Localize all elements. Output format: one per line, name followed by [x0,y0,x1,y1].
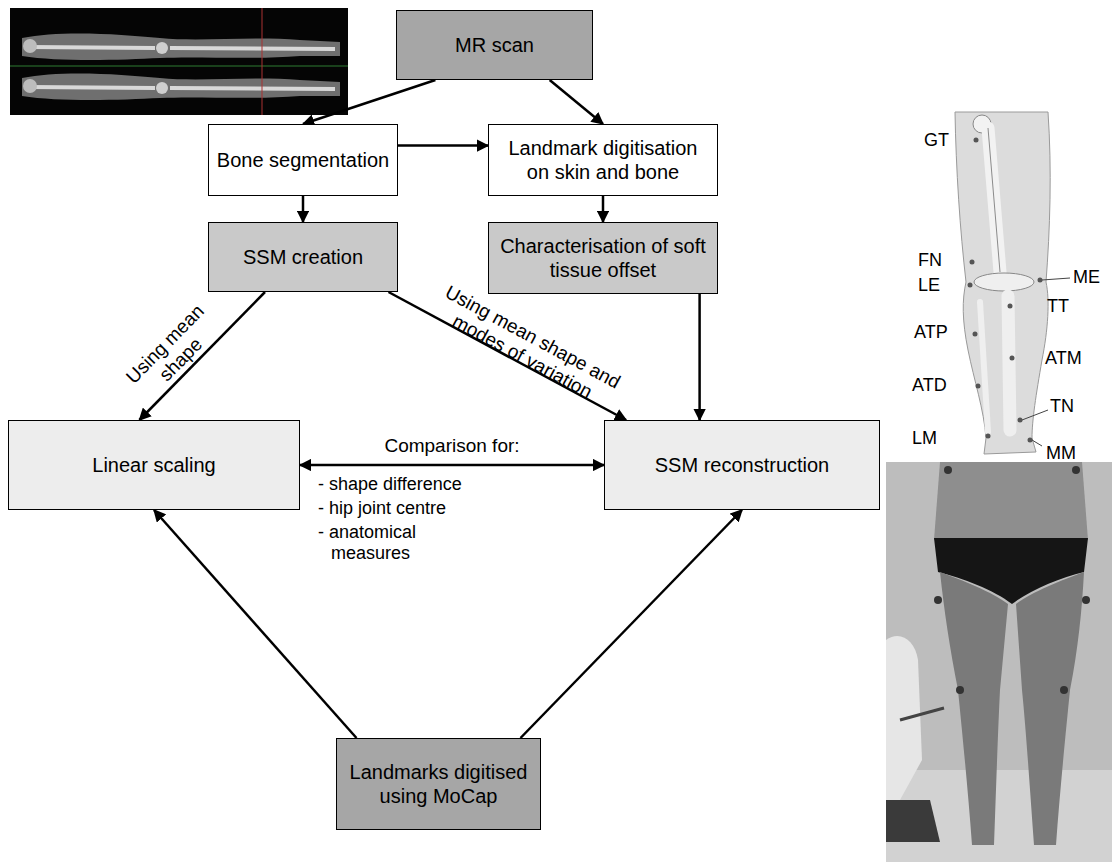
flow-arrow [303,80,435,124]
box-text: Linear scaling [92,453,215,477]
box-text: Landmark digitisation on skin and bone [495,136,711,184]
process-box: Characterisation of soft tissue offset [488,222,718,294]
flow-arrow [300,464,604,467]
box-text: Landmarks digitised using MoCap [343,760,534,808]
landmark-label: ATD [912,375,947,396]
comparison-item: - hip joint centre [318,498,446,519]
method-box: Linear scaling [8,420,300,510]
comparison-item: - anatomical measures [318,522,451,563]
mocap-photo [886,462,1112,862]
method-box: SSM reconstruction [604,420,880,510]
mr-image [10,8,348,115]
flow-arrow [550,80,603,124]
landmark-label: MM [1046,443,1076,464]
landmark-label: LE [918,275,940,296]
flow-arrow [154,510,357,738]
box-text: Characterisation of soft tissue offset [495,234,711,282]
landmark-label: ATM [1045,348,1082,369]
input-box: Landmarks digitised using MoCap [336,738,541,830]
box-text: MR scan [455,33,534,57]
edge-label: Using mean shape [118,297,228,408]
flow-arrow [302,196,305,222]
landmark-label: LM [912,428,937,449]
input-box: MR scan [396,10,593,80]
box-text: SSM creation [243,245,363,269]
edge-label: Comparison for: [367,435,537,457]
box-text: SSM reconstruction [655,453,830,477]
process-box: Bone segmentation [208,124,398,196]
landmark-label: TT [1047,296,1069,317]
landmark-label: ME [1073,267,1100,288]
flow-arrow [398,144,488,147]
flow-arrow [698,294,701,420]
comparison-item: - shape difference [318,474,462,495]
process-box: SSM creation [208,222,398,292]
process-box: Landmark digitisation on skin and bone [488,124,718,196]
landmark-label: TN [1050,396,1074,417]
landmark-label: ATP [914,322,948,343]
landmark-label: FN [918,250,942,271]
flow-arrow [602,196,605,222]
flow-arrow [521,510,743,738]
landmark-label: GT [924,130,949,151]
edge-label: Using mean shape and modes of variation [423,276,633,416]
box-text: Bone segmentation [217,148,389,172]
